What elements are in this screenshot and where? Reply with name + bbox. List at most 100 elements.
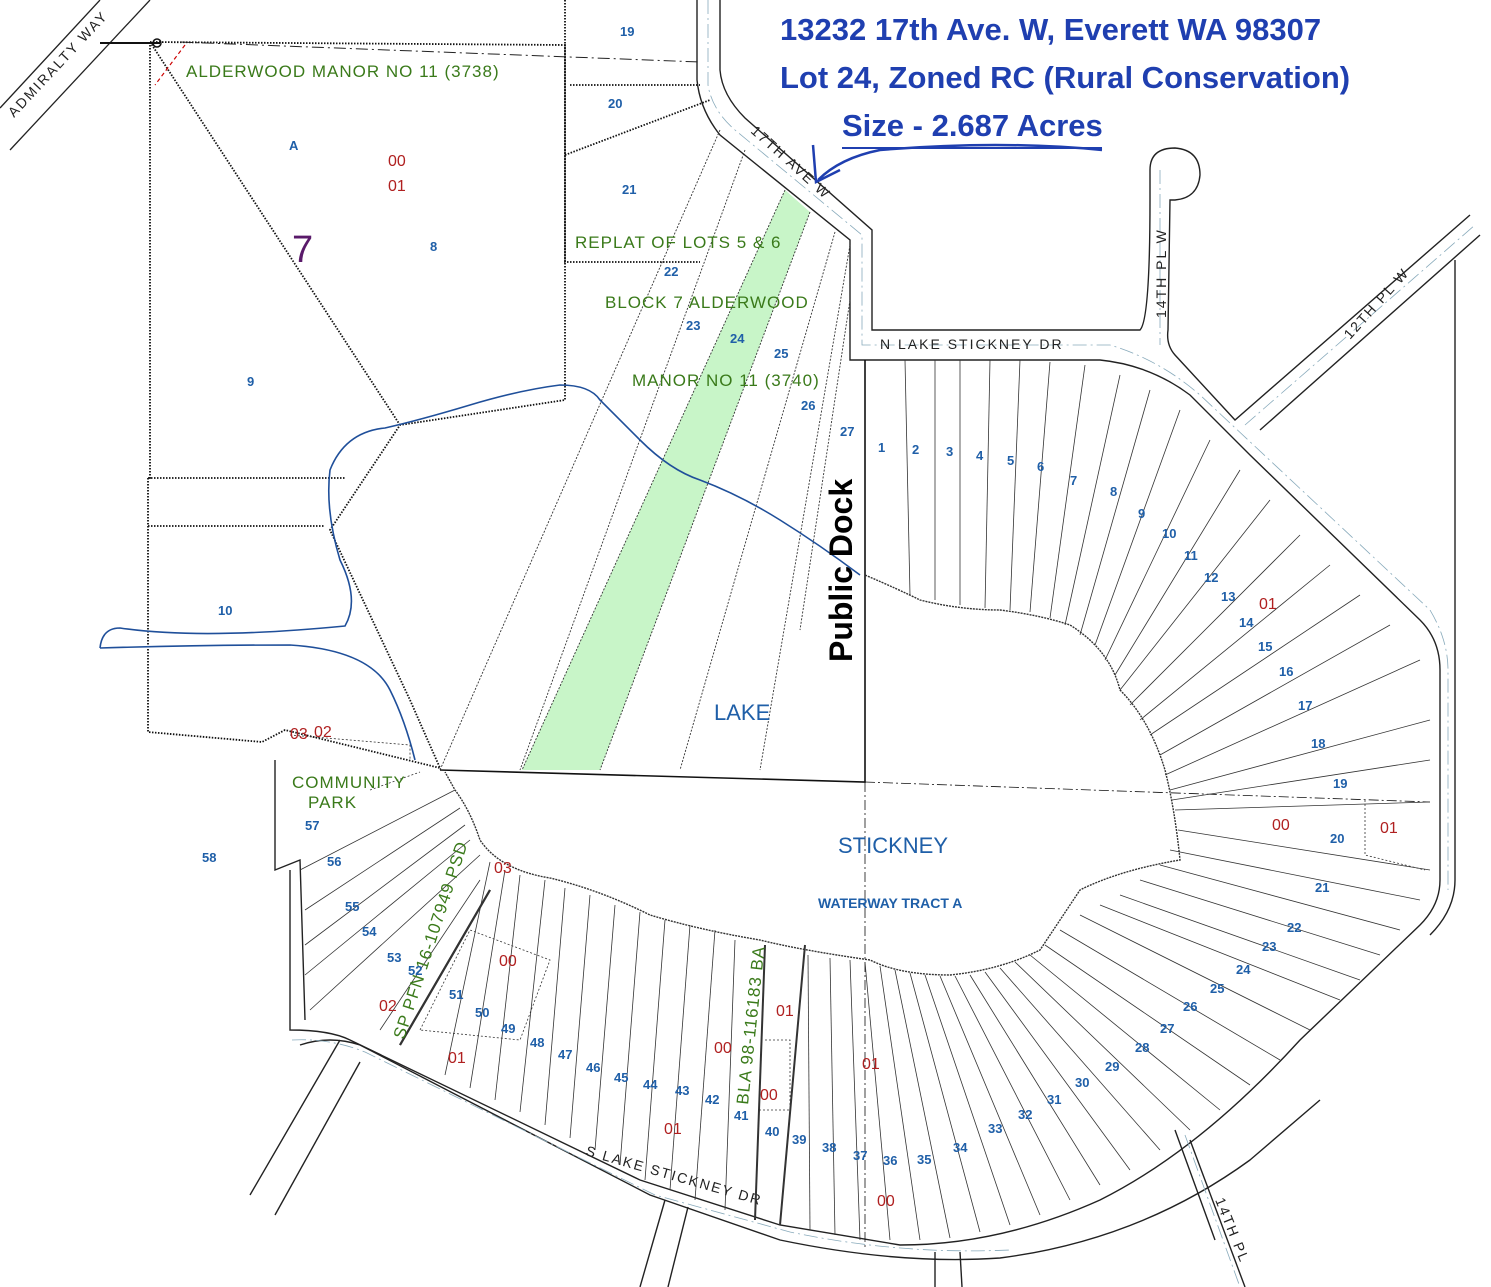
- lot-number: 35: [917, 1152, 931, 1167]
- sp-pfn-label: SP PFN 16-107949 PSD: [390, 839, 472, 1042]
- lot-number: 54: [362, 924, 377, 939]
- 17th-ave-w-road: [249, 0, 1481, 1287]
- lot-number: 27: [840, 424, 854, 439]
- lake-label: LAKE: [714, 700, 770, 725]
- lot-number: 36: [883, 1153, 897, 1168]
- lot-number: 7: [1070, 473, 1077, 488]
- lot-number: 37: [853, 1148, 867, 1163]
- lot-number: 1: [878, 440, 885, 455]
- n-lake-stickney-label: N LAKE STICKNEY DR: [880, 336, 1064, 352]
- lot-number: 26: [801, 398, 815, 413]
- sub-code: 00: [388, 153, 406, 170]
- south-lot-lines: [299, 789, 861, 1241]
- lot-number: 4: [976, 448, 984, 463]
- lot-number: 21: [1315, 880, 1329, 895]
- sub-code: 02: [314, 724, 332, 741]
- sub-code: 01: [448, 1050, 466, 1067]
- lot-number: 30: [1075, 1075, 1089, 1090]
- lot-number: 18: [1311, 736, 1325, 751]
- sub-code: 00: [499, 953, 517, 970]
- size-heading: Size - 2.687 Acres: [842, 108, 1103, 143]
- sub-code: 03: [494, 860, 512, 877]
- lot-number: 20: [608, 96, 622, 111]
- 12th-pl-label: 12TH PL W: [1340, 265, 1412, 342]
- lot-number: 19: [1333, 776, 1347, 791]
- road-centerlines: [291, 0, 1476, 1287]
- lot-number: 27: [1160, 1021, 1174, 1036]
- lot-number: 56: [327, 854, 341, 869]
- lot-number: 26: [1183, 999, 1197, 1014]
- lot-number: 5: [1007, 453, 1014, 468]
- public-dock-label: Public Dock: [823, 479, 859, 662]
- lot-number: 10: [218, 603, 232, 618]
- lot-number: 12: [1204, 570, 1218, 585]
- sub-code: 01: [388, 178, 406, 195]
- replat-lot-lines: [439, 129, 851, 771]
- lot-number: 43: [675, 1083, 689, 1098]
- lot-number: 16: [1279, 664, 1293, 679]
- parcel-a-label: A: [289, 138, 299, 153]
- lot-number: 38: [822, 1140, 836, 1155]
- west-lot-numbers: 19 20 21 22 23 24 25 26 27 8 9 10: [218, 24, 854, 618]
- lot-number: 22: [664, 264, 678, 279]
- lot-number: 8: [430, 239, 437, 254]
- lot-number: 6: [1037, 459, 1044, 474]
- sub-code: 00: [760, 1087, 778, 1104]
- 14th-pl-top-label: 14TH PL W: [1153, 228, 1169, 318]
- lot-number: 53: [387, 950, 401, 965]
- sub-code: 01: [1380, 820, 1398, 837]
- lot-number: 10: [1162, 526, 1176, 541]
- lot-number: 34: [953, 1140, 968, 1155]
- lot-number: 13: [1221, 589, 1235, 604]
- lot-number: 25: [774, 346, 788, 361]
- creek-branch: [99, 644, 416, 761]
- lake-boundary: [439, 360, 1431, 1250]
- lot-number: 44: [643, 1077, 658, 1092]
- lot-number: 19: [620, 24, 634, 39]
- lot-number: 33: [988, 1121, 1002, 1136]
- lot-number: 58: [202, 850, 216, 865]
- community-park-label-2: PARK: [308, 793, 357, 812]
- lot-number: 2: [912, 442, 919, 457]
- lake-shoreline: [444, 574, 1181, 976]
- lot-number: 39: [792, 1132, 806, 1147]
- lot-number: 29: [1105, 1059, 1119, 1074]
- lot-number: 57: [305, 818, 319, 833]
- lot-number: 49: [501, 1021, 515, 1036]
- lot-number: 41: [734, 1108, 748, 1123]
- lot-number: 8: [1110, 484, 1117, 499]
- sub-code: 01: [776, 1003, 794, 1020]
- lot-number: 42: [705, 1092, 719, 1107]
- lot-number: 25: [1210, 981, 1224, 996]
- lot-zoning-heading: Lot 24, Zoned RC (Rural Conservation): [780, 60, 1350, 95]
- replat-label-2: BLOCK 7 ALDERWOOD: [605, 293, 809, 312]
- pointer-arrow: [811, 143, 1103, 184]
- lot-number: 15: [1258, 639, 1272, 654]
- lot-number: 28: [1135, 1040, 1149, 1055]
- lake-lot-numbers: 1 2 3 4 5 6 7 8 9 10 11 12 13 14 15 16 1…: [202, 440, 1347, 1168]
- lot-number: 24: [1236, 962, 1251, 977]
- sub-code: 00: [877, 1193, 895, 1210]
- lot-number: 17: [1298, 698, 1312, 713]
- lot-number: 45: [614, 1070, 628, 1085]
- sub-code: 00: [1272, 817, 1290, 834]
- address-heading: 13232 17th Ave. W, Everett WA 98307: [780, 12, 1321, 47]
- block-7-label: 7: [292, 229, 313, 271]
- lot-number: 3: [946, 444, 953, 459]
- replat-label-3: MANOR NO 11 (3740): [632, 371, 820, 390]
- lot-number: 20: [1330, 831, 1344, 846]
- stickney-label: STICKNEY: [838, 833, 948, 858]
- lot-number: 32: [1018, 1107, 1032, 1122]
- sub-code: 03: [290, 726, 308, 743]
- lot-number: 24: [730, 331, 745, 346]
- lot-number: 22: [1287, 920, 1301, 935]
- bla-label: BLA 98-116183 BA: [733, 945, 769, 1105]
- creek: [99, 384, 861, 649]
- admiralty-marker: [100, 38, 186, 86]
- sub-code: 01: [1259, 596, 1277, 613]
- lot-number: 23: [686, 318, 700, 333]
- sub-parcel-codes: 00 01 01 00 01 03 00 02 01 01 00 00 01 0…: [290, 153, 1398, 1210]
- lot-number: 51: [449, 987, 463, 1002]
- admiralty-way-label: ADMIRALTY WAY: [4, 7, 111, 120]
